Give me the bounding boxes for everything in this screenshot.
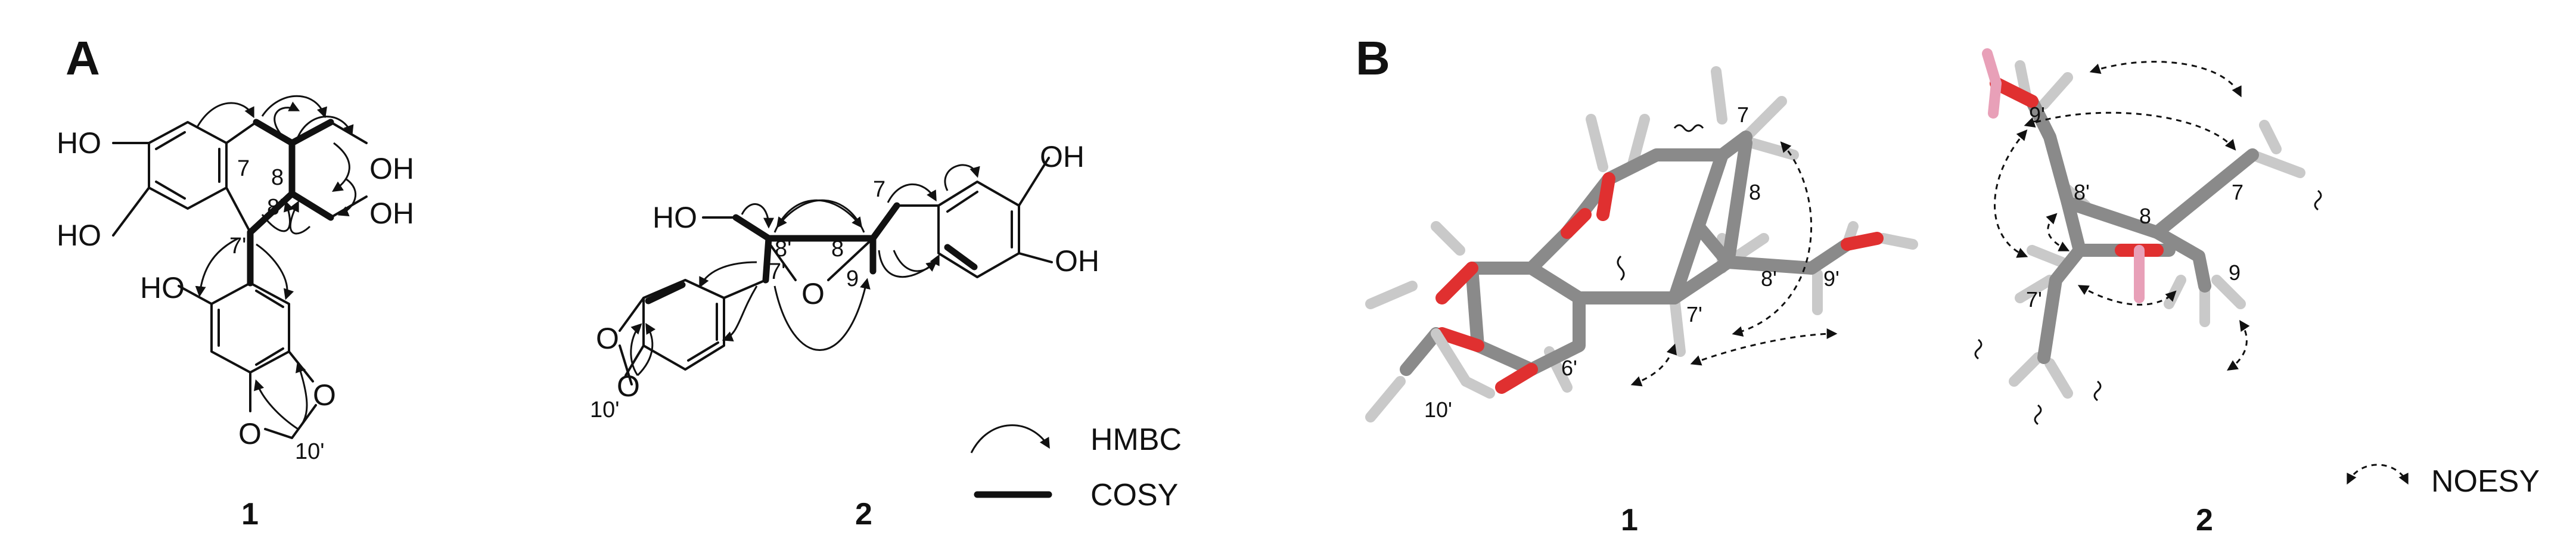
c2-3d-pos-9p: 9'	[2029, 102, 2045, 127]
c2-pos-7: 7	[873, 177, 885, 202]
legend-noesy-label: NOESY	[2431, 464, 2540, 499]
c1-o-ring-2: O	[238, 417, 262, 450]
compound-1-number-a: 1	[241, 497, 259, 532]
compound-2-2d-structure	[619, 157, 1053, 386]
c1-pos-7p: 7'	[229, 234, 246, 259]
c2-pos-10p: 10'	[590, 397, 620, 422]
compound-1-atom-labels: HO HO OH OH HO O O 7 8 8' 7' 10'	[57, 126, 414, 464]
panel-b-label: B	[1356, 32, 1390, 85]
c1-oh-top: OH	[369, 152, 414, 185]
compound-2-atom-labels: HO OH OH O O O 7 8 8' 7' 9 10'	[590, 140, 1099, 422]
c1-pos-7: 7	[237, 156, 250, 181]
c1-pos-10p: 10'	[295, 439, 325, 464]
c1-pos-8p: 8'	[267, 195, 284, 220]
legend-hmbc-arrow	[970, 424, 1050, 453]
c1-ho-top: HO	[57, 126, 101, 160]
compound-1-3d-wavy-bonds	[1617, 124, 1704, 281]
c2-pos-7p: 7'	[769, 259, 785, 284]
c1-pos-8: 8	[271, 165, 284, 190]
c2-o-dioxole-2: O	[617, 369, 640, 403]
legend-panel-b: NOESY	[2347, 464, 2540, 499]
c1-3d-pos-6p: 6'	[1561, 356, 1577, 380]
c1-3d-pos-8p: 8'	[1761, 266, 1777, 291]
c2-ho: HO	[652, 201, 697, 234]
c2-3d-pos-8: 8	[2139, 204, 2151, 228]
legend-noesy-arrow	[2347, 464, 2409, 485]
c2-pos-8: 8	[831, 237, 844, 262]
c1-o-ring-1: O	[313, 378, 336, 412]
c2-oh-bottom: OH	[1055, 244, 1099, 278]
compound-1-number-b: 1	[1621, 503, 1638, 537]
c2-o-dioxole-1: O	[596, 322, 619, 355]
c1-3d-pos-9p: 9'	[1823, 266, 1839, 291]
c2-3d-pos-7: 7	[2232, 180, 2243, 204]
compound-1-noesy-correlations	[1630, 141, 1838, 387]
compound-2-hmbc-correlations	[630, 164, 980, 377]
legend-hmbc-label: HMBC	[1090, 422, 1182, 457]
c1-3d-pos-8: 8	[1749, 180, 1761, 204]
legend-panel-a: HMBC COSY	[970, 422, 1182, 512]
c1-ho-bottom: HO	[57, 219, 101, 252]
c2-o-ring: O	[801, 277, 825, 310]
c2-pos-8p: 8'	[775, 237, 791, 262]
legend-cosy-label: COSY	[1090, 478, 1178, 512]
compound-2-number-b: 2	[2196, 503, 2213, 537]
compound-2-noesy-correlations	[1994, 61, 2250, 371]
compound-2-number-a: 2	[855, 497, 872, 532]
c2-oh-top: OH	[1040, 140, 1085, 173]
c1-oh-bottom: OH	[369, 197, 414, 230]
c2-3d-pos-9: 9	[2229, 260, 2241, 285]
c1-3d-pos-7p: 7'	[1686, 302, 1702, 327]
c1-ho-aryl: HO	[140, 271, 185, 304]
compound-1-3d-model	[1365, 66, 1918, 422]
c1-3d-pos-10p: 10'	[1424, 397, 1452, 422]
c2-pos-9: 9	[846, 266, 859, 291]
compound-2-3d-labels: 9' 8' 8 7 7' 9	[2026, 102, 2243, 312]
compound-1-hmbc-correlations	[195, 95, 357, 430]
panel-a-label: A	[66, 32, 100, 85]
c1-3d-pos-7: 7	[1737, 102, 1749, 127]
compound-1-3d-labels: 7 8 8' 7' 9' 6' 10'	[1424, 102, 1839, 422]
c2-3d-pos-8p: 8'	[2074, 180, 2090, 204]
c2-3d-pos-7p: 7'	[2026, 287, 2042, 312]
compound-2-3d-wavy-bonds	[1974, 189, 2322, 425]
